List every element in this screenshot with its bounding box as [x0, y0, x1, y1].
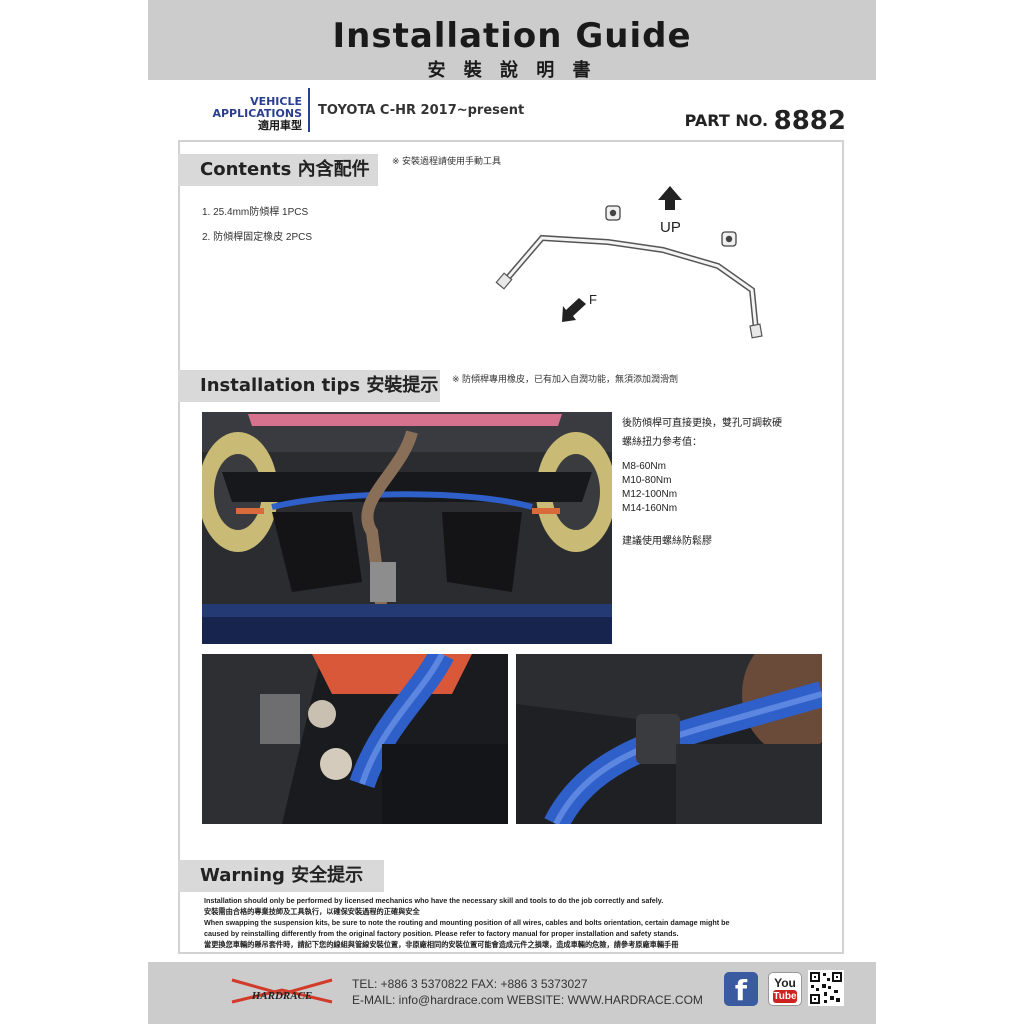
vehicle-applications-label-zh: 適用車型	[258, 119, 302, 132]
contents-section-title: Contents 內含配件	[178, 154, 378, 186]
part-number: PART NO. 8882	[685, 106, 846, 136]
warning-line-2: 安裝需由合格的專業技師及工具執行，以確保安裝過程的正確與安全	[204, 907, 420, 916]
contents-note: ※ 安裝過程請使用手動工具	[392, 156, 502, 166]
vehicle-applications-label-en: VEHICLE APPLICATIONS	[212, 95, 302, 120]
installation-guide-sheet: Installation Guide 安 裝 說 明 書 VEHICLE APP…	[148, 0, 876, 1024]
warning-line-5: 當更換您車輛的懸吊套件時，請記下您的線組與管線安裝位置，非原廠相同的安裝位置可能…	[204, 940, 679, 949]
warning-line-3: When swapping the suspension kits, be su…	[204, 918, 730, 927]
footer-email-website: E-MAIL: info@hardrace.com WEBSITE: WWW.H…	[352, 993, 703, 1007]
page-title-chinese: 安 裝 說 明 書	[427, 60, 597, 81]
front-label: F	[589, 292, 597, 307]
undercarriage-photo	[202, 412, 612, 644]
content-frame	[178, 140, 844, 954]
vehicle-model: TOYOTA C-HR 2017~present	[318, 103, 525, 118]
torque-spec-m12: M12-100Nm	[622, 489, 678, 500]
front-arrow-icon	[562, 298, 586, 322]
hardrace-logo: HARDRACE	[231, 978, 333, 1004]
part-number-value: 8882	[773, 106, 846, 136]
page-title: Installation Guide	[332, 16, 692, 56]
vehicle-divider	[308, 88, 310, 132]
installation-tips-section-title: Installation tips 安裝提示	[178, 370, 440, 402]
bushing-icon	[721, 231, 737, 247]
tips-description-line1: 後防傾桿可直接更換，雙孔可調軟硬	[622, 418, 782, 429]
youtube-icon-text-bottom: Tube	[773, 990, 797, 1003]
vehicle-applications-label: VEHICLE APPLICATIONS 適用車型	[178, 96, 302, 132]
torque-spec-m10: M10-80Nm	[622, 475, 672, 486]
youtube-icon[interactable]: You Tube	[768, 972, 802, 1006]
bushing-closeup-photo	[516, 654, 822, 824]
sway-bar-icon	[495, 234, 763, 339]
torque-spec-m8: M8-60Nm	[622, 461, 666, 472]
warning-line-4: caused by reinstalling differently from …	[204, 929, 679, 938]
footer-tel-fax: TEL: +886 3 5370822 FAX: +886 3 5373027	[352, 977, 588, 991]
qr-code-icon[interactable]	[808, 970, 844, 1006]
contents-item-2: 2. 防傾桿固定橡皮 2PCS	[202, 232, 313, 243]
up-arrow-icon	[658, 186, 682, 210]
header-band	[148, 0, 876, 80]
torque-spec-m14: M14-160Nm	[622, 503, 678, 514]
warning-line-1: Installation should only be performed by…	[204, 896, 664, 905]
warning-section-title: Warning 安全提示	[178, 860, 384, 892]
facebook-icon[interactable]: f	[724, 972, 758, 1007]
sway-bar-diagram: UP F	[495, 186, 763, 339]
endlink-closeup-photo	[202, 654, 508, 824]
up-label: UP	[660, 219, 681, 236]
bushing-icon	[605, 205, 621, 221]
installation-tips-note: ※ 防傾桿專用橡皮，已有加入自潤功能，無須添加潤滑劑	[452, 374, 679, 384]
part-number-label: PART NO.	[684, 111, 769, 130]
contents-item-1: 1. 25.4mm防傾桿 1PCS	[202, 207, 309, 218]
hardrace-logo-text: HARDRACE	[251, 990, 313, 1002]
thread-locker-note: 建議使用螺絲防鬆膠	[622, 536, 712, 547]
tips-description-line2: 螺絲扭力參考值：	[622, 437, 702, 448]
youtube-icon-text-top: You	[774, 976, 796, 990]
